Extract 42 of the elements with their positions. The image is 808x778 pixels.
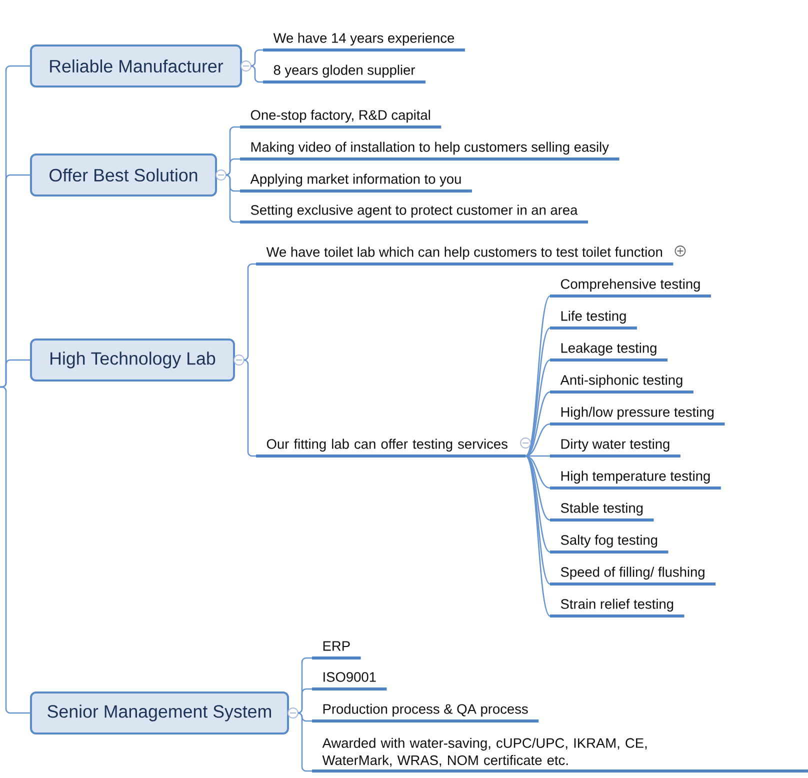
branch-line: [525, 328, 550, 456]
branch-line: [297, 688, 312, 714]
topic-label: ISO9001: [312, 672, 387, 690]
topic-box: High Technology Lab: [30, 338, 235, 382]
topic-label: Awarded with water-saving, cUPC/UPC, IKRAM, CE, WaterMark, WRAS, NOM certificate etc.: [312, 738, 808, 772]
topic-box: Offer Best Solution: [30, 154, 217, 196]
branch-line: [225, 174, 240, 223]
topic-label: ERP: [312, 641, 361, 660]
branch-line: [525, 456, 550, 584]
branch-line: [225, 158, 240, 176]
topic-label: Production process & QA process: [312, 704, 539, 722]
topic-label: Salty fog testing: [550, 534, 668, 554]
branch-line: [250, 65, 263, 83]
topic-box: Reliable Manufacturer: [30, 44, 242, 88]
topic-label: Our fitting lab can offer testing services: [256, 438, 526, 458]
branch-line: [243, 359, 256, 457]
topic-label: Strain relief testing: [550, 598, 684, 618]
branch-line: [297, 712, 312, 772]
topic-label: Stable testing: [550, 502, 654, 522]
topic-box: Senior Management System: [30, 692, 289, 734]
topic-label: We have toilet lab which can help customers to test toilet function: [256, 246, 674, 266]
topic-label: One-stop factory, R&D capital: [240, 110, 442, 128]
topic-label: Leakage testing: [550, 342, 668, 362]
topic-label: Speed of filling/ flushing: [550, 566, 716, 586]
topic-label: Setting exclusive agent to protect customer in an area: [240, 204, 588, 224]
branch-line: [525, 296, 550, 456]
topic-label: High temperature testing: [550, 470, 721, 490]
branch-line: [0, 359, 30, 388]
topic-label: We have 14 years experience: [263, 32, 465, 52]
topic-label: High/low pressure testing: [550, 406, 725, 426]
branch-line: [526, 455, 550, 457]
topic-label: Comprehensive testing: [550, 278, 711, 298]
branch-line: [250, 49, 263, 67]
topic-label: Dirty water testing: [550, 438, 680, 458]
branch-line: [0, 386, 30, 714]
topic-label: Anti-siphonic testing: [550, 374, 694, 394]
branch-line: [525, 456, 550, 616]
branch-line: [243, 263, 256, 361]
topic-label: Life testing: [550, 310, 637, 330]
topic-label: 8 years gloden supplier: [263, 64, 426, 84]
topic-label: Making video of installation to help customers selling easily: [240, 142, 620, 160]
topic-label: Applying market information to you: [240, 174, 472, 192]
